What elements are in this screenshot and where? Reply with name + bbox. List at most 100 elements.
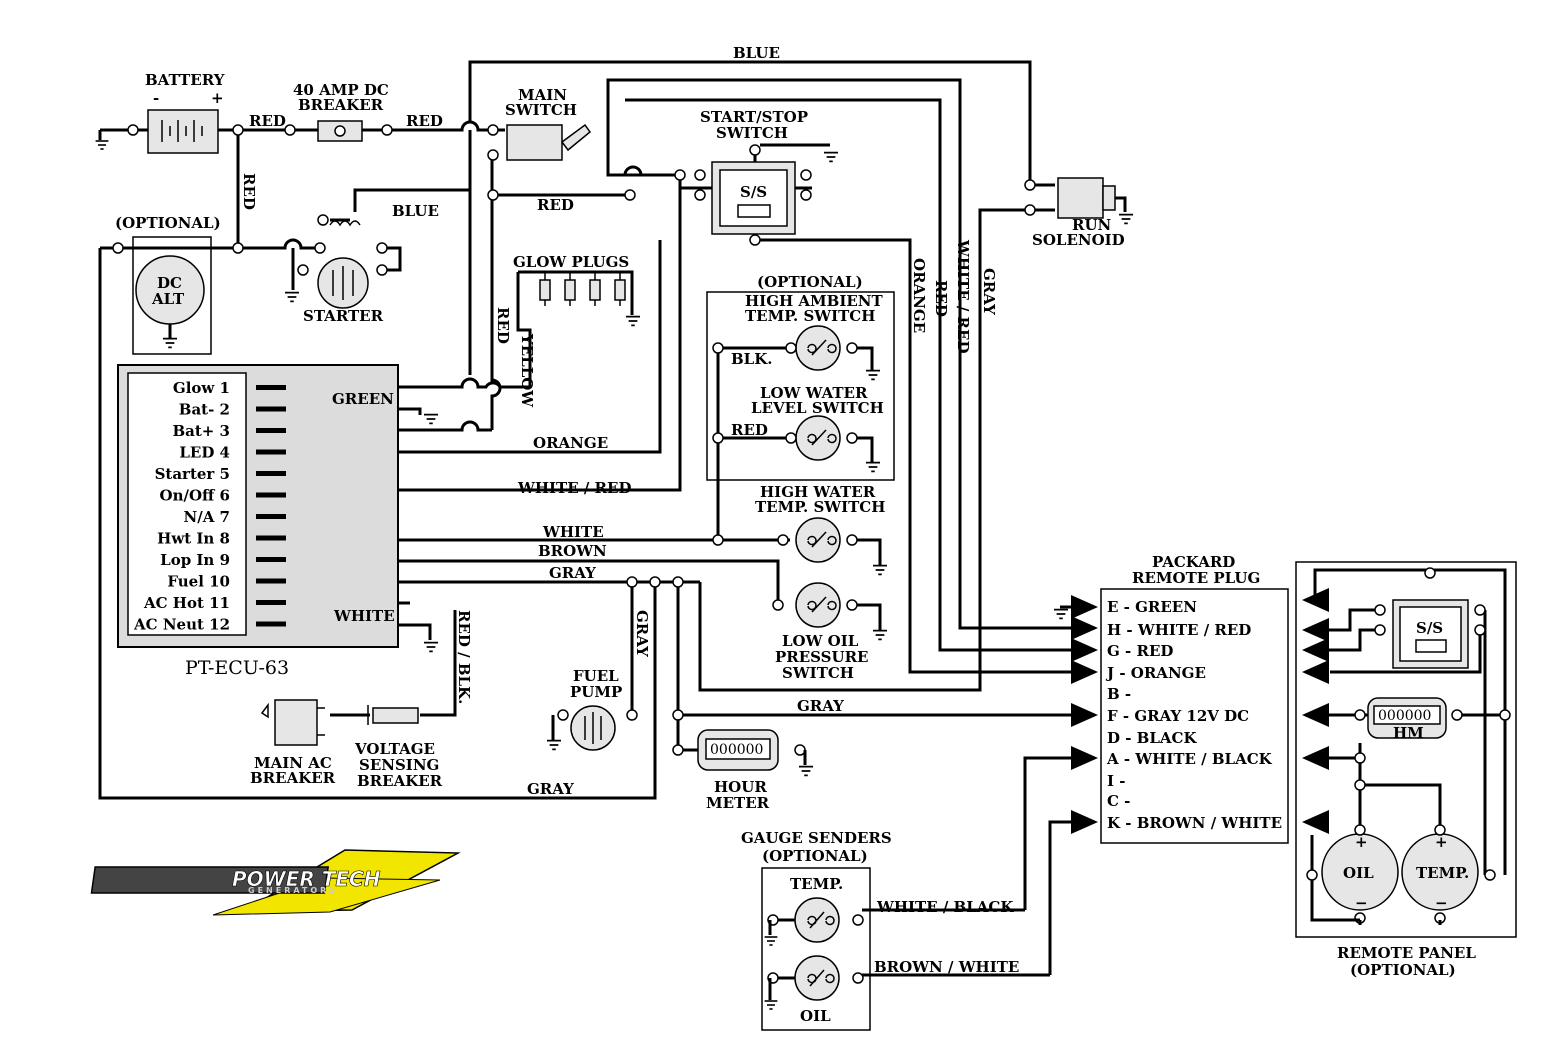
label-white-black: WHITE / BLACK <box>876 898 1014 916</box>
voltage-line2: SENSING <box>359 756 439 774</box>
label-gray-vert: GRAY <box>633 610 651 657</box>
opt-box-title: (OPTIONAL) <box>757 273 863 291</box>
low-oil-line3: SWITCH <box>782 664 854 682</box>
wires <box>98 60 1507 977</box>
label-brown-white: BROWN / WHITE <box>874 958 1019 976</box>
label-white-red-vert: WHITE / RED <box>954 239 972 353</box>
alt-line2: ALT <box>151 290 185 308</box>
start-stop-switch: S/S START/STOP SWITCH <box>624 108 839 246</box>
sender-temp-label: TEMP. <box>790 875 843 893</box>
packard-pin-label: J - ORANGE <box>1105 664 1206 682</box>
ecu-pin-label: Starter 5 <box>155 465 230 483</box>
logo-line1: POWER TECH <box>232 867 381 891</box>
label-red-vert2: RED <box>932 280 950 317</box>
switch-high-water: HIGH WATER TEMP. SWITCH <box>755 483 888 576</box>
packard-pin-label: G - RED <box>1107 642 1173 660</box>
remote-hm-digits: 000000 <box>1378 708 1431 724</box>
ecu-pin-terminal <box>256 600 286 605</box>
ecu-pin-label: N/A 7 <box>184 508 231 526</box>
label-blue-top: BLUE <box>733 44 780 62</box>
breaker-line2: BREAKER <box>298 96 384 114</box>
packard-pin-label: D - BLACK <box>1107 729 1197 747</box>
ecu-pin-label: Fuel 10 <box>167 573 230 591</box>
fuel-pump-line1: FUEL <box>573 667 619 685</box>
high-ambient-line2: TEMP. SWITCH <box>745 307 875 325</box>
gauge-senders-line1: GAUGE SENDERS <box>741 829 892 847</box>
label-yellow: YELLOW <box>518 333 536 408</box>
remote-ss-label: S/S <box>1416 619 1443 637</box>
ss-label: S/S <box>740 183 767 201</box>
run-line1: RUN <box>1072 216 1112 234</box>
oil-minus: − <box>1355 894 1368 912</box>
packard-line2: REMOTE PLUG <box>1132 569 1260 587</box>
label-brown: BROWN <box>538 542 607 560</box>
ecu-name: PT-ECU-63 <box>185 657 289 679</box>
label-orange: ORANGE <box>533 434 608 452</box>
voltage-line1: VOLTAGE <box>354 740 435 758</box>
label-white: WHITE <box>542 523 604 541</box>
fuel-pump-line2: PUMP <box>570 683 622 701</box>
ecu-pin-terminal <box>256 557 286 562</box>
ecu-pin-terminal <box>256 492 286 498</box>
label-blue-starter: BLUE <box>392 202 439 220</box>
main-switch-line2: SWITCH <box>505 101 577 119</box>
ecu-pin-terminal <box>256 578 286 584</box>
label-white-red: WHITE / RED <box>517 479 631 497</box>
packard-pin-label: A - WHITE / BLACK <box>1106 750 1273 768</box>
starter: STARTER <box>284 214 388 325</box>
main-switch: MAIN SWITCH <box>487 86 592 201</box>
ecu-pin-terminal <box>256 535 286 541</box>
remote-oil: OIL <box>1343 864 1374 882</box>
ecu-pin-label: AC Hot 11 <box>143 594 230 612</box>
ecu-pin-terminal <box>256 471 286 476</box>
label-red-sw: RED <box>731 421 768 439</box>
ecu-pin-label: AC Neut 12 <box>133 616 230 634</box>
remote-panel-line1: REMOTE PANEL <box>1337 944 1476 962</box>
ecu-pin-terminal <box>256 514 286 519</box>
wire-labels: BLUE RED RED RED BLUE RED RED YELLOW GRE… <box>240 44 1019 976</box>
battery-minus: - <box>153 89 159 107</box>
glow-plugs-label: GLOW PLUGS <box>513 253 629 271</box>
voltage-line3: BREAKER <box>357 772 443 790</box>
low-water-line2: LEVEL SWITCH <box>751 399 884 417</box>
remote-temp: TEMP. <box>1416 864 1469 882</box>
low-water-line1: LOW WATER <box>760 384 868 402</box>
ecu-pin-terminal <box>256 449 286 455</box>
packard-pin-label: K - BROWN / WHITE <box>1107 814 1282 832</box>
glow-plugs: GLOW PLUGS <box>513 253 641 327</box>
starter-label: STARTER <box>303 307 384 325</box>
battery: BATTERY - + <box>94 71 244 154</box>
oil-plus: + <box>1355 833 1368 851</box>
ecu-pin-label: Hwt In 8 <box>157 530 230 548</box>
run-solenoid: RUN SOLENOID <box>1024 177 1134 249</box>
ecu-pin-terminal <box>256 428 286 433</box>
ss-line1: START/STOP <box>700 108 808 126</box>
switch-low-water <box>785 415 881 473</box>
low-oil-line1: LOW OIL <box>782 632 859 650</box>
voltage-sensing-breaker: VOLTAGE SENSING BREAKER <box>354 705 443 790</box>
main-ac-line1: MAIN AC <box>254 754 332 772</box>
battery-label: BATTERY <box>145 71 225 89</box>
gauge-senders-line2: (OPTIONAL) <box>762 847 868 865</box>
label-gray-ecu: GRAY <box>549 564 596 582</box>
run-line2: SOLENOID <box>1032 231 1125 249</box>
optional-switch-box: (OPTIONAL) HIGH AMBIENT TEMP. SWITCH LOW… <box>706 273 895 546</box>
ecu-pin-label: Glow 1 <box>173 379 230 397</box>
packard-pin-label: H - WHITE / RED <box>1107 621 1251 639</box>
ecu-pin-label: LED 4 <box>179 444 230 462</box>
main-ac-breaker: MAIN AC BREAKER <box>250 699 336 787</box>
ecu-pin-label: On/Off 6 <box>160 487 231 505</box>
dc-alternator: DC ALT (OPTIONAL) <box>112 214 244 355</box>
fuel-pump: FUEL PUMP <box>546 667 638 751</box>
label-red-bat: RED <box>249 112 286 130</box>
hour-meter: 000000 HOUR METER <box>697 729 814 812</box>
power-tech-logo: POWER TECH GENERATORS <box>90 849 461 916</box>
hour-meter-line1: HOUR <box>714 778 767 796</box>
packard-pin-label: E - GREEN <box>1107 598 1197 616</box>
label-blk: BLK. <box>731 350 772 368</box>
gauge-senders: GAUGE SENDERS (OPTIONAL) TEMP. OIL <box>741 829 892 1031</box>
low-oil-line2: PRESSURE <box>775 648 869 666</box>
